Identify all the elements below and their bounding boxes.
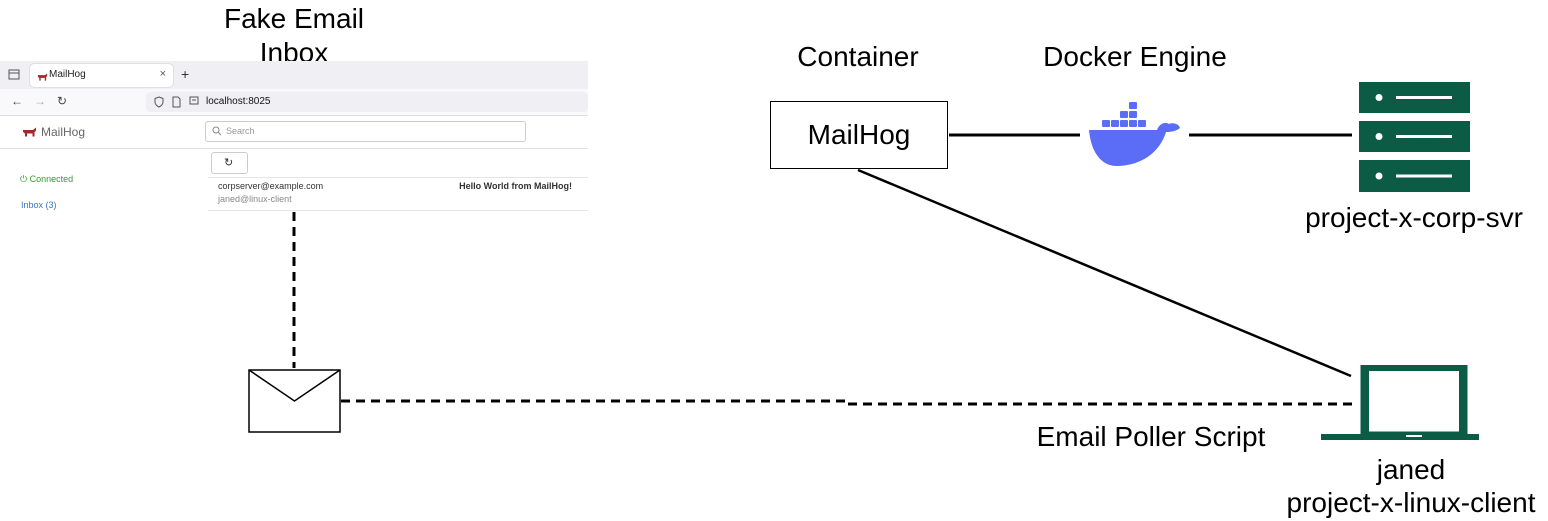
envelope-to-client-dashed-line (341, 399, 1352, 406)
mailhog-container-node: MailHog (770, 101, 948, 169)
new-tab-button[interactable]: + (181, 66, 190, 82)
server-label: project-x-corp-svr (1305, 202, 1523, 233)
message-subject: Hello World from MailHog! (459, 181, 572, 191)
laptop-icon (1321, 365, 1479, 440)
inbox-title-line1: Fake Email (223, 3, 365, 34)
forward-arrow-icon[interactable]: → (34, 94, 46, 108)
tab-close-icon[interactable]: × (159, 68, 166, 80)
tab-overview-icon[interactable] (8, 69, 20, 80)
status-text: Connected (29, 174, 74, 184)
url-text: localhost:8025 (206, 96, 271, 107)
browser-nav-bar: ← → ↻ localhost:8025 (0, 89, 588, 116)
client-user-label: janed (1376, 454, 1446, 485)
envelope-icon (248, 369, 341, 433)
mailhog-favicon-icon (37, 73, 48, 81)
refresh-button[interactable]: ↻ (211, 152, 248, 174)
mailhog-header: MailHog Search (0, 116, 588, 149)
mailhog-browser-screenshot: MailHog × + ← → ↻ localhost:8025 MailHog (0, 61, 588, 213)
search-placeholder: Search (226, 126, 255, 136)
message-from: corpserver@example.com (218, 181, 324, 191)
docker-whale-icon (1089, 102, 1180, 166)
back-arrow-icon[interactable]: ← (11, 94, 23, 108)
shield-icon[interactable] (154, 96, 164, 108)
server-rack-icon (1359, 82, 1470, 192)
search-icon (212, 126, 222, 136)
power-icon: ⏻ (20, 174, 28, 184)
address-bar[interactable]: localhost:8025 (146, 92, 588, 112)
docker-engine-label: Docker Engine (1043, 41, 1227, 72)
refresh-icon: ↻ (224, 157, 234, 169)
message-row[interactable]: corpserver@example.com janed@linux-clien… (208, 177, 588, 211)
container-label: Container (797, 41, 919, 72)
browser-tab-bar: MailHog × + (0, 61, 588, 89)
search-input[interactable]: Search (205, 121, 526, 142)
connection-status: ⏻ Connected (20, 174, 73, 185)
browser-tab-mailhog[interactable]: MailHog × (30, 64, 173, 87)
mailhog-logo-icon (23, 127, 36, 137)
mailhog-to-client-line (857, 168, 1352, 378)
email-poller-label: Email Poller Script (1036, 421, 1266, 452)
client-host-label: project-x-linux-client (1286, 487, 1536, 518)
permissions-icon[interactable] (189, 96, 199, 107)
mailhog-node-label: MailHog (807, 119, 911, 150)
reload-icon[interactable]: ↻ (57, 94, 68, 108)
tab-title: MailHog (49, 69, 86, 80)
inbox-title: Fake Email Inbox (206, 2, 382, 70)
message-to: janed@linux-client (218, 194, 292, 204)
page-info-icon[interactable] (172, 96, 181, 108)
sidebar-item-inbox[interactable]: Inbox (3) (21, 200, 57, 210)
mailhog-brand[interactable]: MailHog (41, 125, 86, 139)
